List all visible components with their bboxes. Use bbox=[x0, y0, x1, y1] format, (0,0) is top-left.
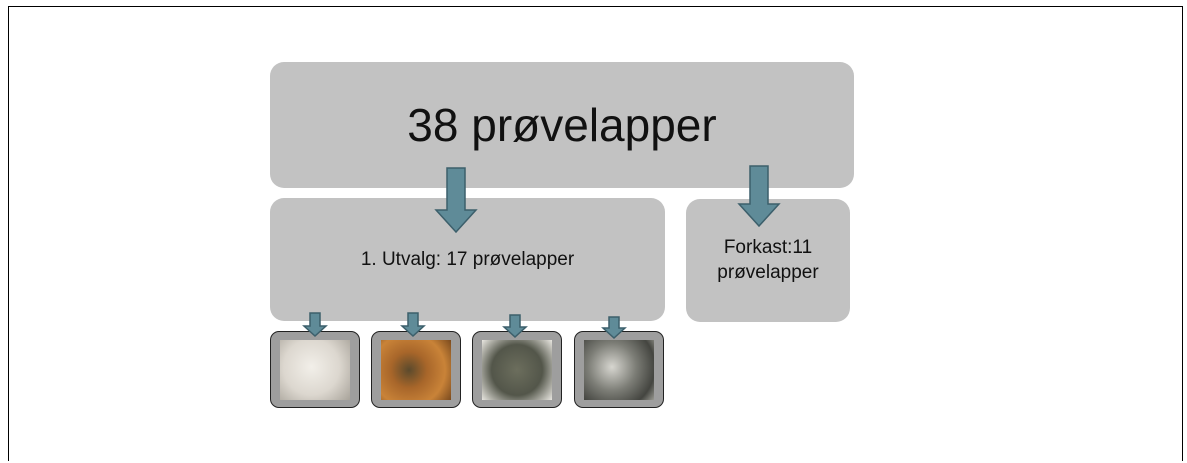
discard-box: Forkast:11 prøvelapper bbox=[686, 199, 850, 322]
sample-thumbnail-4 bbox=[574, 331, 664, 408]
arrow-down-icon-sample-3 bbox=[502, 314, 528, 339]
slide-frame bbox=[8, 6, 1183, 461]
sample-thumbnail-1 bbox=[270, 331, 360, 408]
selection-label: 1. Utvalg: 17 prøvelapper bbox=[360, 248, 575, 270]
sample-image-rust bbox=[381, 339, 451, 400]
sample-thumbnail-2 bbox=[371, 331, 461, 408]
total-samples-label: 38 prøvelapper bbox=[407, 99, 717, 151]
arrow-down-icon-sample-4 bbox=[601, 316, 627, 340]
discard-label-line1: Forkast:11 bbox=[723, 236, 813, 258]
sample-image-white bbox=[280, 339, 350, 400]
arrow-down-icon-sample-1 bbox=[302, 312, 328, 338]
sample-image-olive bbox=[482, 339, 552, 400]
sample-image-grey bbox=[584, 339, 654, 400]
arrow-down-icon-to-selection bbox=[434, 167, 478, 234]
arrow-down-icon-sample-2 bbox=[400, 312, 426, 338]
sample-thumbnail-3 bbox=[472, 331, 562, 408]
discard-label-line2: prøvelapper bbox=[717, 261, 819, 283]
arrow-down-icon-to-discard bbox=[737, 165, 781, 228]
